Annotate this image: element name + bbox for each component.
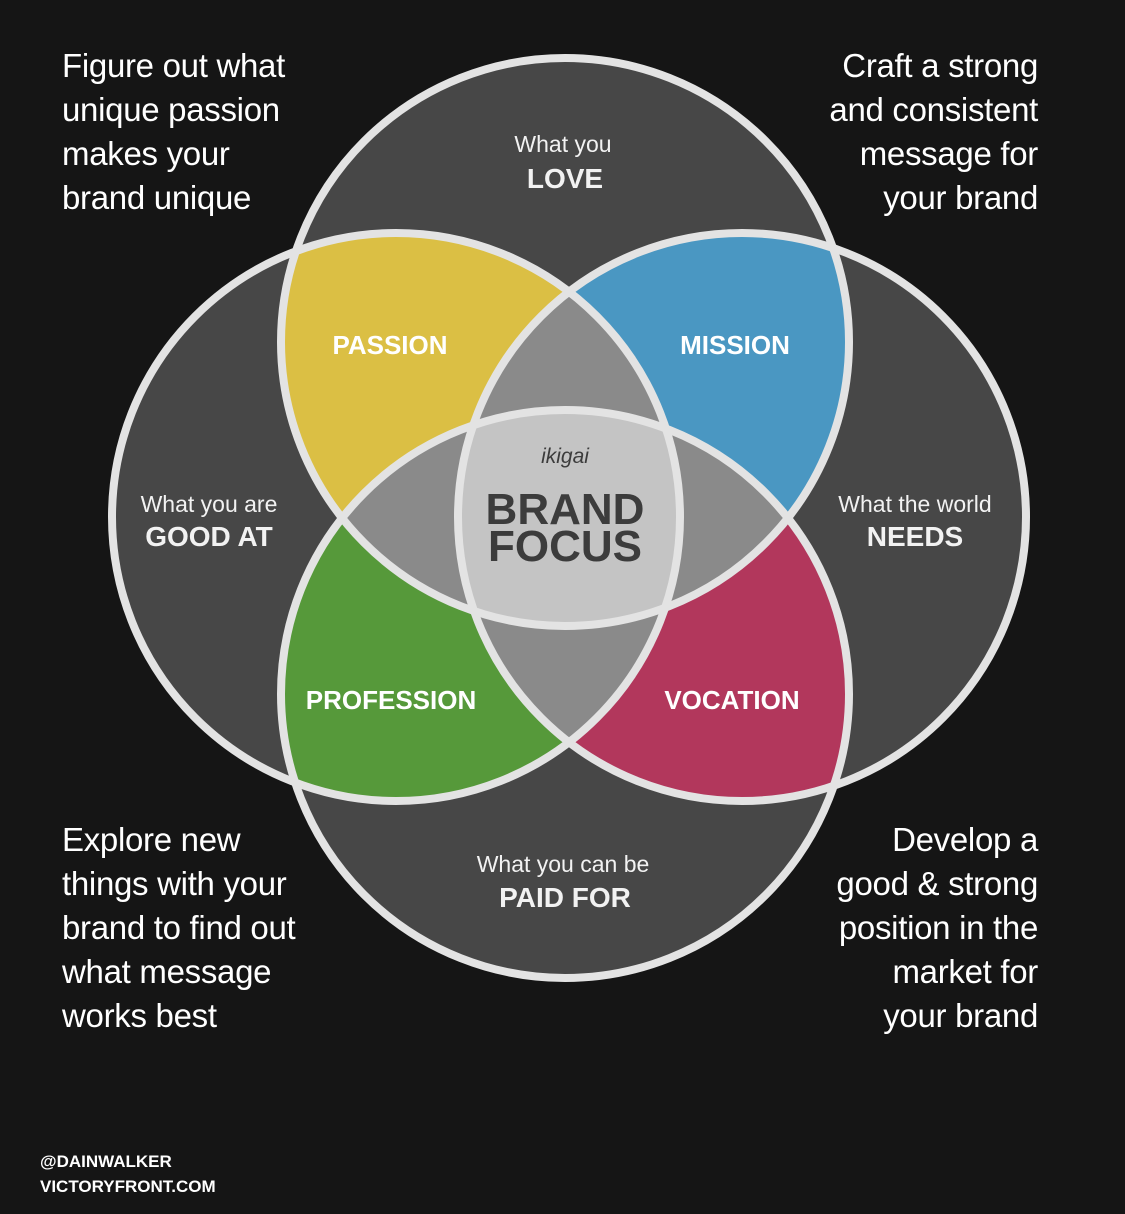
label-profession: PROFESSION	[306, 685, 476, 715]
label-love-title: LOVE	[527, 163, 603, 194]
note-line: Explore new	[62, 821, 241, 858]
label-passion: PASSION	[332, 330, 447, 360]
note-top-right: Craft a strong and consistent message fo…	[829, 44, 1038, 220]
note-line: Develop a	[892, 821, 1038, 858]
note-line: what message	[62, 953, 272, 990]
note-line: market for	[892, 953, 1038, 990]
label-vocation: VOCATION	[664, 685, 799, 715]
label-good-at-subtitle: What you are	[141, 491, 278, 517]
lens-love-paid	[281, 410, 849, 626]
note-line: things with your	[62, 865, 287, 902]
center-label: ikigai BRAND FOCUS	[486, 445, 645, 571]
note-bottom-right: Develop a good & strong position in the …	[836, 818, 1038, 1038]
circle-paid-for-outline	[277, 406, 853, 982]
note-line: good & strong	[836, 865, 1038, 902]
circle-world-needs-outline	[454, 229, 1030, 805]
note-line: Figure out what	[62, 47, 285, 84]
note-line: brand unique	[62, 179, 252, 216]
label-love: What you LOVE	[514, 131, 611, 194]
note-line: your brand	[883, 997, 1038, 1034]
label-world-needs-title: NEEDS	[867, 521, 963, 552]
label-good-at: What you are GOOD AT	[141, 491, 278, 552]
credit-handle: @DAINWALKER	[40, 1152, 172, 1171]
circle-good-at-outline	[108, 229, 684, 805]
note-line: unique passion	[62, 91, 280, 128]
label-good-at-title: GOOD AT	[145, 521, 273, 552]
note-line: Craft a strong	[842, 47, 1038, 84]
center-kicker: ikigai	[541, 445, 590, 468]
credits: @DAINWALKER VICTORYFRONT.COM	[40, 1149, 216, 1199]
label-paid-for-title: PAID FOR	[499, 882, 631, 913]
note-bottom-left: Explore new things with your brand to fi…	[62, 818, 296, 1038]
note-line: brand to find out	[62, 909, 296, 946]
note-line: position in the	[838, 909, 1038, 946]
note-line: your brand	[883, 179, 1038, 216]
center-title-line1: BRAND	[486, 485, 645, 534]
label-love-subtitle: What you	[514, 131, 611, 157]
label-paid-for-subtitle: What you can be	[477, 851, 650, 877]
circle-love-outline	[277, 54, 853, 630]
label-world-needs-subtitle: What the world	[838, 491, 991, 517]
overlap-regions	[281, 233, 849, 801]
credit-website: VICTORYFRONT.COM	[40, 1177, 216, 1196]
note-line: works best	[62, 997, 217, 1034]
circle-outlines	[108, 54, 1030, 982]
note-line: and consistent	[829, 91, 1038, 128]
lens-good-needs	[458, 233, 680, 801]
note-top-left: Figure out what unique passion makes you…	[62, 44, 285, 220]
label-mission: MISSION	[680, 330, 790, 360]
note-line: message for	[859, 135, 1039, 172]
center-title-line2: FOCUS	[488, 522, 642, 571]
label-paid-for: What you can be PAID FOR	[477, 851, 650, 913]
label-world-needs: What the world NEEDS	[838, 491, 991, 552]
note-line: makes your	[62, 135, 230, 172]
